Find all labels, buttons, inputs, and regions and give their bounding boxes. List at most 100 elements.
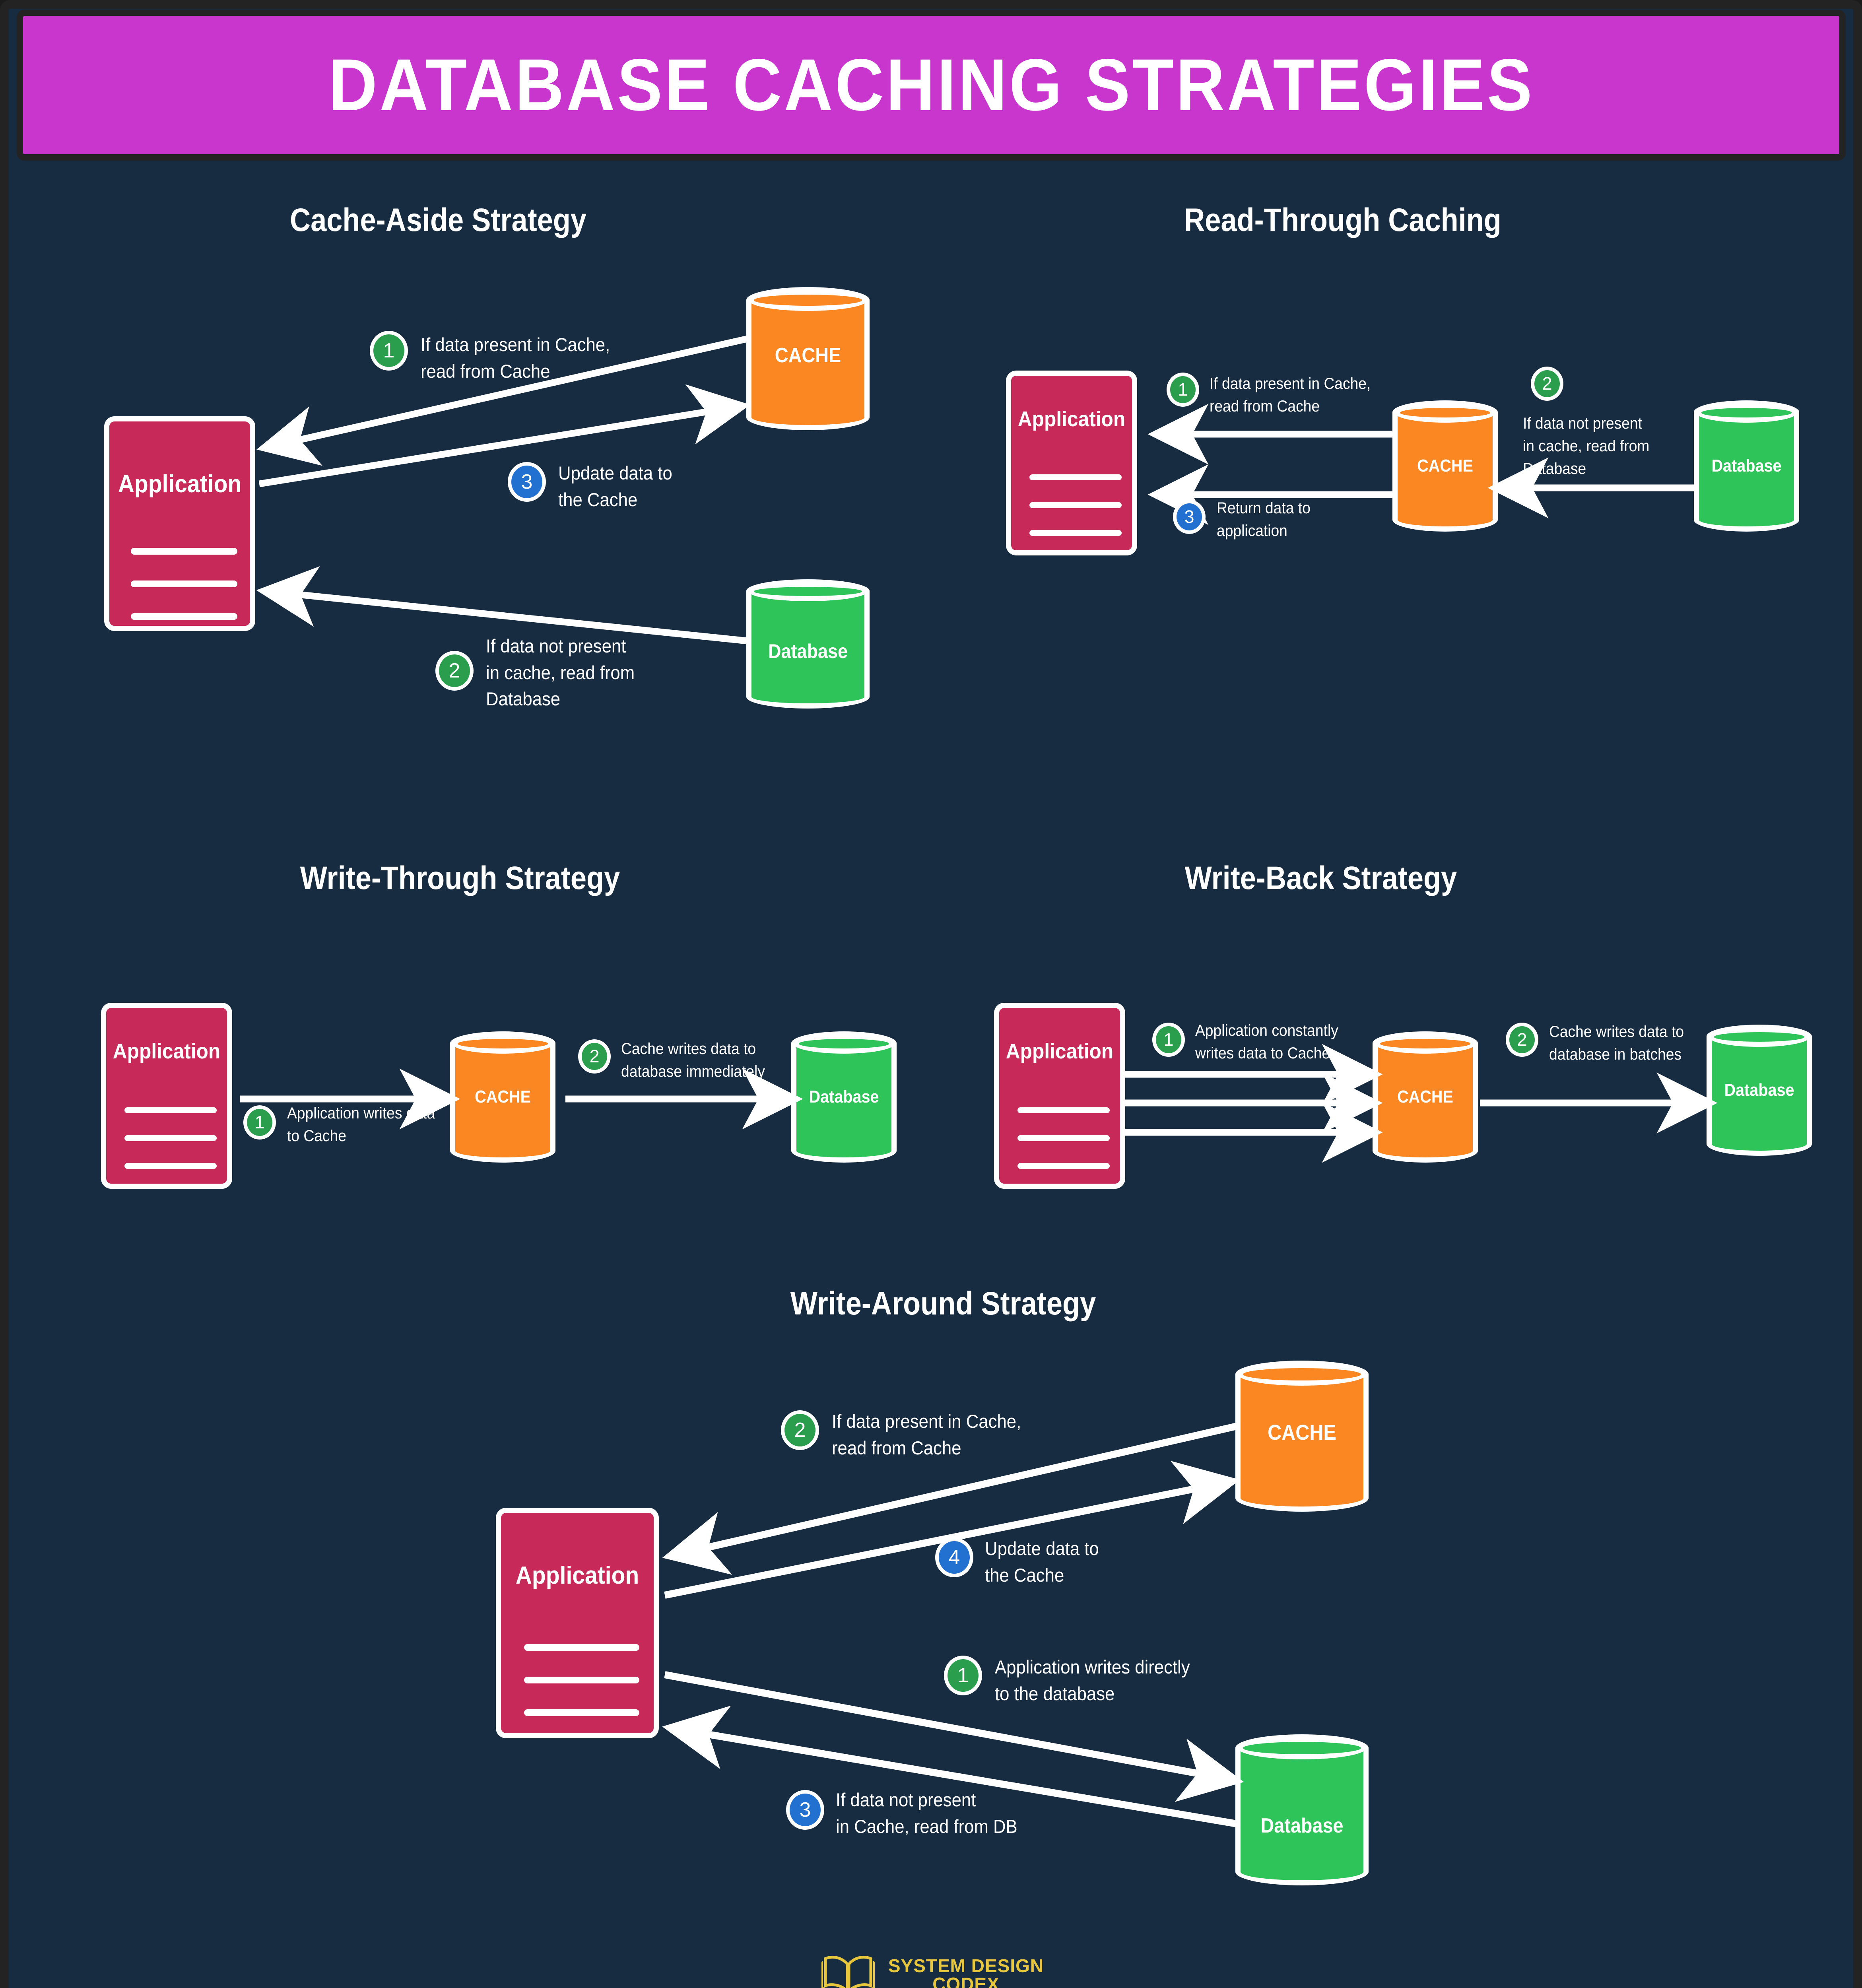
application-line — [124, 1135, 217, 1141]
step-badge-3: 3 — [508, 462, 546, 502]
database-label: Database — [1724, 1080, 1794, 1100]
step-note-1: Application writes data to Cache — [287, 1105, 435, 1145]
step-badge-1: 1 — [370, 331, 408, 371]
cache-node-write-around: CACHE — [1235, 1361, 1369, 1512]
application-label: Application — [1006, 1039, 1114, 1063]
application-label: Application — [515, 1562, 639, 1589]
step-note-2: If data not present in cache, read from … — [1523, 415, 1650, 478]
cache-cylinder-body — [746, 287, 870, 430]
application-line — [124, 1163, 217, 1169]
step-note-3: Return data to application — [1217, 499, 1311, 540]
step-badge-4: 4 — [935, 1538, 973, 1577]
step-badge-3: 3 — [1173, 500, 1206, 534]
step-note-2: If data present in Cache, read from Cach… — [832, 1411, 1021, 1458]
database-cylinder-top — [1696, 403, 1797, 423]
database-node-cache-aside: Database — [746, 579, 870, 709]
footer-line-2: CODEX — [932, 1974, 1000, 1988]
cache-node-cache-aside: CACHE — [746, 287, 870, 430]
cache-cylinder-top — [1395, 403, 1495, 423]
cache-cylinder-body — [450, 1031, 555, 1163]
cache-cylinder-top — [749, 289, 867, 311]
footer-text: SYSTEM DESIGN CODEX — [888, 1957, 1044, 1988]
cache-node-read-through: CACHE — [1392, 400, 1498, 532]
step-note-4: Update data to the Cache — [985, 1538, 1099, 1586]
step-note-1: If data present in Cache, read from Cach… — [1210, 375, 1371, 415]
database-cylinder-top — [1709, 1027, 1810, 1047]
application-line — [131, 580, 237, 587]
application-line — [131, 613, 237, 620]
step-badge-2: 2 — [781, 1410, 819, 1450]
cache-cylinder-top — [1375, 1034, 1476, 1054]
step-badge-1: 1 — [243, 1105, 276, 1140]
cache-label: CACHE — [1268, 1421, 1336, 1444]
step-badge-2: 2 — [1506, 1023, 1538, 1057]
application-line — [524, 1644, 639, 1651]
open-book-icon — [821, 1956, 875, 1988]
application-line — [1029, 474, 1122, 480]
step-badge-2: 2 — [1531, 367, 1563, 401]
step-badge-2: 2 — [578, 1039, 611, 1074]
cache-label: CACHE — [1397, 1087, 1453, 1107]
step-note-3: If data not present in Cache, read from … — [836, 1789, 1017, 1837]
application-node-write-through: Application — [101, 1003, 232, 1189]
database-label: Database — [1260, 1814, 1344, 1837]
step-badge-2: 2 — [435, 651, 474, 691]
application-label: Application — [118, 470, 242, 498]
application-label: Application — [113, 1039, 221, 1063]
step-note-1: Application constantly writes data to Ca… — [1195, 1022, 1338, 1062]
database-label: Database — [768, 640, 848, 662]
section-title-read-through: Read-Through Caching — [1184, 202, 1501, 238]
database-label: Database — [1711, 456, 1782, 476]
database-cylinder-top — [749, 582, 867, 601]
arrow-layer — [240, 335, 1718, 1827]
section-title-cache-aside: Cache-Aside Strategy — [290, 202, 586, 238]
application-node-write-back: Application — [994, 1003, 1125, 1189]
step-note-2: Cache writes data to database immediatel… — [621, 1040, 765, 1080]
footer-line-1: SYSTEM DESIGN — [888, 1955, 1044, 1976]
application-label: Application — [1017, 407, 1126, 431]
step-note-1: If data present in Cache, read from Cach… — [421, 334, 610, 382]
title-banner: DATABASE CACHING STRATEGIES — [17, 10, 1846, 161]
application-line — [131, 548, 237, 555]
step-note-2: Cache writes data to database in batches — [1549, 1023, 1684, 1063]
application-node-read-through: Application — [1006, 371, 1137, 555]
cache-label: CACHE — [475, 1087, 531, 1107]
database-node-read-through: Database — [1694, 400, 1799, 532]
footer-logo: SYSTEM DESIGN CODEX — [9, 1953, 1853, 1988]
step-note-3: Update data to the Cache — [558, 462, 672, 510]
section-title-write-back: Write-Back Strategy — [1184, 860, 1457, 896]
step-badge-1: 1 — [1167, 373, 1199, 407]
cache-node-write-through: CACHE — [450, 1031, 555, 1163]
cache-cylinder-top — [452, 1034, 553, 1054]
step-note-2: If data not present in cache, read from … — [486, 635, 635, 710]
cache-label: CACHE — [775, 344, 841, 367]
application-line — [1029, 502, 1122, 508]
cache-cylinder-body — [1235, 1361, 1369, 1512]
step-badge-1: 1 — [944, 1656, 982, 1695]
section-title-write-through: Write-Through Strategy — [300, 860, 620, 896]
application-line — [1017, 1107, 1110, 1113]
cache-label: CACHE — [1417, 456, 1473, 476]
section-title-write-around: Write-Around Strategy — [790, 1285, 1096, 1322]
application-line — [1029, 530, 1122, 536]
database-node-write-through: Database — [791, 1031, 897, 1163]
database-node-write-around: Database — [1235, 1734, 1369, 1885]
application-node-write-around: Application — [496, 1508, 659, 1738]
page-title: DATABASE CACHING STRATEGIES — [328, 44, 1534, 126]
database-cylinder-body — [1235, 1734, 1369, 1885]
cache-cylinder-top — [1238, 1363, 1366, 1386]
step-note-1: Application writes directly to the datab… — [995, 1656, 1190, 1704]
application-line — [1017, 1135, 1110, 1141]
step-badge-3: 3 — [786, 1790, 824, 1830]
database-label: Database — [809, 1087, 879, 1107]
application-node-cache-aside: Application — [104, 416, 255, 631]
application-line — [1017, 1163, 1110, 1169]
database-node-write-back: Database — [1707, 1025, 1812, 1156]
application-line — [524, 1709, 639, 1716]
application-line — [124, 1107, 217, 1113]
database-cylinder-top — [794, 1034, 894, 1054]
cache-node-write-back: CACHE — [1373, 1031, 1478, 1163]
database-cylinder-top — [1238, 1737, 1366, 1759]
application-line — [524, 1677, 639, 1683]
